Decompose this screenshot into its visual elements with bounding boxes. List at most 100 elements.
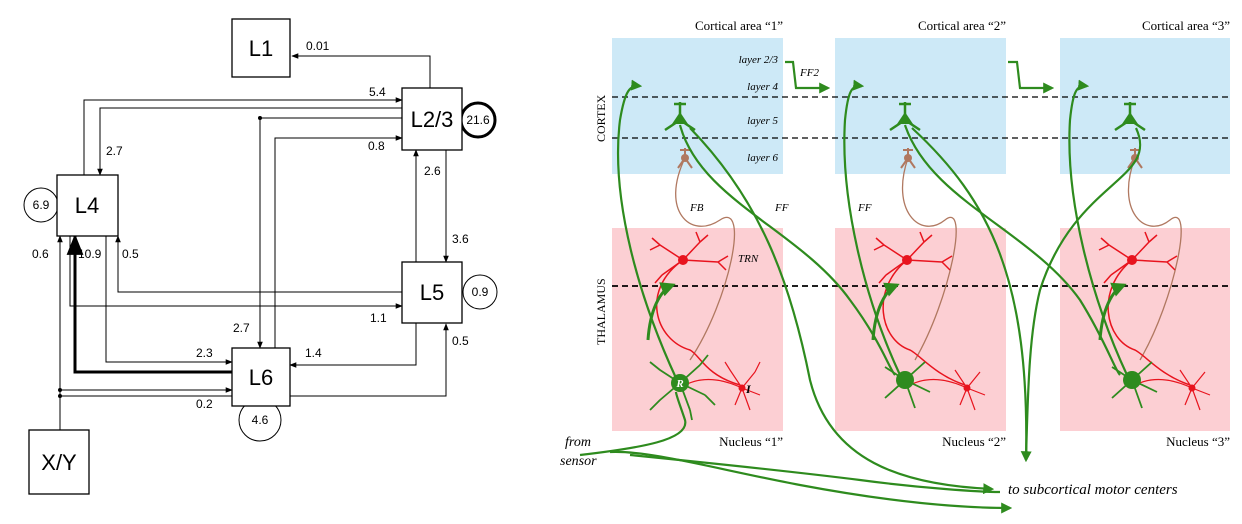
interneuron-body xyxy=(963,384,971,392)
weight-label: 10.9 xyxy=(78,247,102,261)
conn-l4-l6 xyxy=(105,236,233,365)
layer6-neuron-body xyxy=(904,154,912,162)
box-l4 xyxy=(56,174,119,237)
interneuron-body xyxy=(1188,384,1196,392)
cortex-panels xyxy=(612,38,1230,174)
weight-label: 2.7 xyxy=(233,321,250,335)
conn-l23-l1 xyxy=(291,53,431,88)
cortical-area-2-title: Cortical area “2” xyxy=(918,18,1006,33)
weight-label: 3.6 xyxy=(452,232,469,246)
conn-l5-l6 xyxy=(289,323,417,368)
fb-fiber xyxy=(902,157,957,361)
interneuron-label: I xyxy=(745,382,752,396)
weight-label: 2.7 xyxy=(106,144,123,158)
cortex-area-3 xyxy=(1060,38,1230,174)
weight-label: 5.4 xyxy=(369,85,386,99)
relay-neuron-label: R xyxy=(675,378,683,390)
label-l4: L4 xyxy=(75,193,99,218)
cortico-thalamic-diagram: Cortical area “1” Cortical area “2” Cort… xyxy=(560,18,1230,514)
trn-neuron-body xyxy=(678,255,688,265)
weight-label: 0.2 xyxy=(196,397,213,411)
layer5-pyramidal-body xyxy=(1122,112,1138,124)
column-1-neurons: I R xyxy=(616,79,896,421)
thalamus-panels xyxy=(612,228,1230,431)
relay-neuron xyxy=(649,354,716,421)
fb-fiber xyxy=(675,157,736,361)
nucleus-2-title: Nucleus “2” xyxy=(942,434,1006,449)
ff2-arrow-2-3 xyxy=(1008,60,1055,94)
conn-xy-l5 xyxy=(60,323,449,397)
cortical-area-3-title: Cortical area “3” xyxy=(1142,18,1230,33)
trn-neuron-body xyxy=(1127,255,1137,265)
layer6-neuron-body xyxy=(681,154,689,162)
sensor-to-motor-2 xyxy=(609,450,1013,514)
relay-neuron xyxy=(1111,361,1158,409)
laminar-diagram: L1 L2/3 L4 L5 L6 X/Y 0.01 5.4 2.7 0.8 21… xyxy=(23,18,498,495)
conn-l6-l23 xyxy=(274,135,403,348)
relay-to-cortex-axon xyxy=(616,79,677,379)
weight-label: 0.5 xyxy=(452,334,469,348)
interneuron-body xyxy=(738,384,746,392)
weight-label: 2.3 xyxy=(196,346,213,360)
relay-neuron xyxy=(884,361,931,409)
layer5-pyramidal-body xyxy=(897,112,913,124)
area1-to-motor xyxy=(689,127,995,495)
cortex-area-2 xyxy=(835,38,1006,174)
layer5-pyramidal xyxy=(664,102,696,132)
conn-l5-l4 xyxy=(115,235,402,293)
label-l23: L2/3 xyxy=(411,107,454,132)
column-2-neurons xyxy=(843,79,1121,411)
box-xy xyxy=(28,429,90,495)
label-l5: L5 xyxy=(420,280,444,305)
label-l1: L1 xyxy=(249,36,273,61)
weight-label: 1.1 xyxy=(370,311,387,325)
junction-dot xyxy=(258,116,262,120)
trn-label: TRN xyxy=(738,253,759,265)
layer5-pyramidal-body xyxy=(672,112,688,124)
thalamus-nucleus-3 xyxy=(1060,228,1230,431)
junction-dot xyxy=(58,394,62,398)
layer5-pyramidal xyxy=(889,102,921,132)
layer-label: layer 5 xyxy=(747,115,778,127)
label-l6: L6 xyxy=(249,365,273,390)
motor-centers-label: to subcortical motor centers xyxy=(1008,482,1178,498)
thalamus-nucleus-2 xyxy=(835,228,1006,431)
from-sensor-line2: sensor xyxy=(560,454,597,469)
relay-neuron-body xyxy=(896,371,914,389)
ff2-label: FF2 xyxy=(799,67,819,79)
weight-label: 6.9 xyxy=(33,198,50,212)
nucleus-1-title: Nucleus “1” xyxy=(719,434,783,449)
weight-label: 2.6 xyxy=(424,164,441,178)
nucleus-3-title: Nucleus “3” xyxy=(1166,434,1230,449)
area3-to-motor xyxy=(1024,127,1142,461)
box-l5 xyxy=(401,261,463,324)
relay-neuron-body xyxy=(671,374,689,392)
relay-to-cortex-axon xyxy=(843,79,901,376)
layer-label: layer 2/3 xyxy=(739,54,779,66)
area2-to-motor xyxy=(911,127,1032,463)
layer-label: layer 6 xyxy=(747,152,778,164)
fb-label: FB xyxy=(689,202,704,214)
conn-l23-l4 xyxy=(97,107,402,176)
interneuron xyxy=(909,369,986,411)
ff2-arrows xyxy=(785,60,1055,94)
box-l6 xyxy=(231,347,291,407)
from-sensor-line1: from xyxy=(565,435,591,450)
thalamus-nucleus-1 xyxy=(612,228,783,431)
box-l23 xyxy=(401,87,463,151)
trn-neuron-body xyxy=(902,255,912,265)
relay-to-cortex-axon xyxy=(1068,79,1128,376)
interneuron xyxy=(684,361,761,411)
ff2-arrow-1-2 xyxy=(785,60,831,94)
ff-label-1: FF xyxy=(774,202,789,214)
layer5-axon-ff xyxy=(678,124,896,376)
ff-label-2: FF xyxy=(857,202,872,214)
weight-label: 4.6 xyxy=(252,413,269,427)
conn-l4-l5 xyxy=(69,236,403,309)
relay-trn-collateral xyxy=(1098,282,1127,341)
cortex-label: CORTEX xyxy=(594,94,608,142)
sensor-to-relay xyxy=(579,391,687,457)
weight-label: 0.5 xyxy=(122,247,139,261)
column-3-neurons xyxy=(1068,79,1211,411)
